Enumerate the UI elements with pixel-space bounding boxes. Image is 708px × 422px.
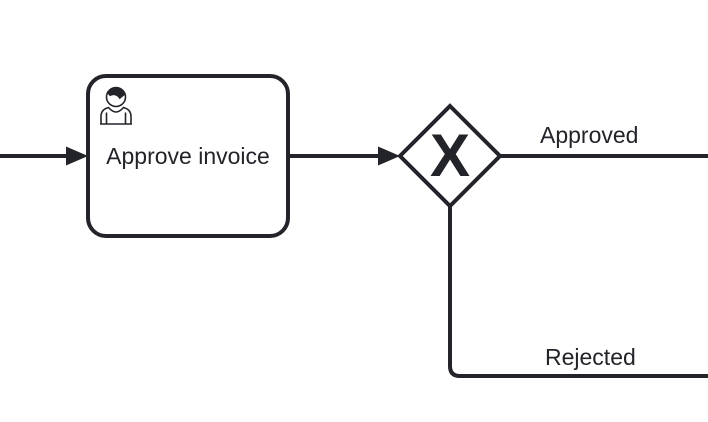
rejected-flow-line <box>448 206 708 378</box>
sequence-flow-rejected[interactable] <box>448 206 708 378</box>
task-to-gateway-arrowhead-icon <box>378 146 400 166</box>
incoming-flow-arrowhead-icon <box>66 146 88 166</box>
exclusive-gateway[interactable]: X <box>397 103 503 209</box>
user-icon-body <box>100 106 132 124</box>
user-icon-hair <box>107 87 126 100</box>
user-icon-head <box>105 86 127 108</box>
task-label: Approve invoice <box>106 143 270 169</box>
rejected-flow-label[interactable]: Rejected <box>545 344 636 370</box>
sequence-flow-incoming[interactable] <box>0 146 88 166</box>
exclusive-gateway-x-marker: X <box>430 122 470 189</box>
user-icon <box>100 86 132 125</box>
approved-flow-label[interactable]: Approved <box>540 122 639 148</box>
task-label-box: Approve invoice <box>88 76 288 236</box>
sequence-flow-task-to-gateway[interactable] <box>288 146 400 166</box>
